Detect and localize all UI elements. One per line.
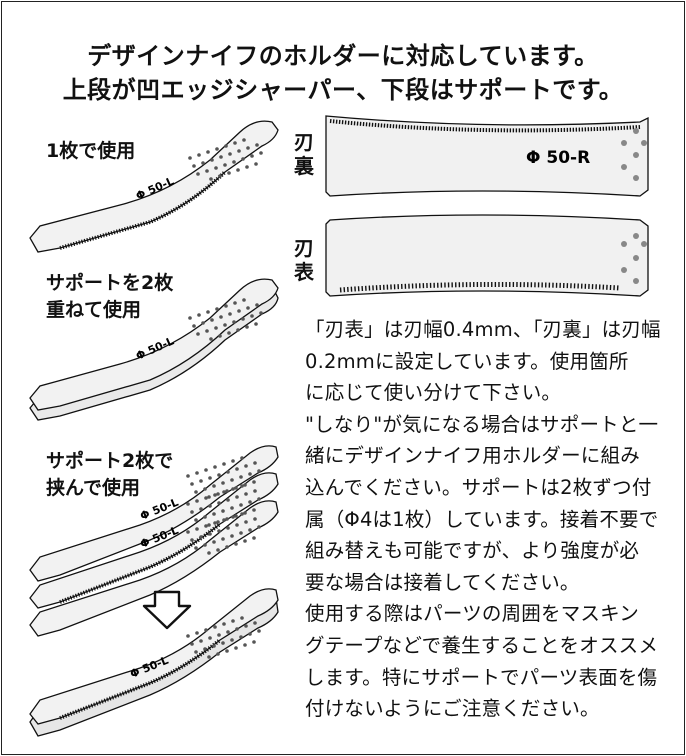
description-line: に応じて使い分けて下さい。 [305,381,562,405]
sharpener-combined: Φ 50-L [29,588,279,737]
title-line-2: 上段が凹エッジシャーパー、下段はサポートです。 [62,76,624,104]
label-stack-use-line2: 重ねて使用 [46,299,142,321]
sharpener-sandwich: Φ 50-L Φ 50-L [29,445,279,637]
description-line: 属（Φ4は1枚）しています。接着不要で [305,507,659,531]
title-line-1: デザインナイフのホルダーに対応しています。 [87,42,599,70]
description-line: 付けないようにご注意ください。 [305,697,600,721]
sharpener-stacked: Φ 50-L [29,278,279,421]
label-sandwich-use-line2: 挟んで使用 [46,477,141,499]
description-line: "しなり"が気になる場合はサポートと一 [305,412,659,436]
description-line: 要な場合は接着してください。 [305,570,580,594]
description-line: グテープなどで養生することをオススメ [305,633,659,657]
label-single-use: 1枚で使用 [46,140,136,162]
description-line: 緒にデザインナイフ用ホルダーに組み [305,444,640,468]
description-text: 「刃表」は刃幅0.4mm、「刃裏」は刃幅 0.2mmに設定しています。使用箇所 … [305,314,675,725]
sharpener-single: Φ 50-L [29,120,279,253]
description-line: 込んでください。サポートは2枚ずつ付 [305,475,652,499]
label-stack-use-line1: サポートを2枚 [46,272,174,294]
label-sandwich-use-line1: サポート2枚で [46,450,174,472]
description-line: 「刃表」は刃幅0.4mm、「刃裏」は刃幅 [305,318,661,341]
description-line: 使用する際はパーツの周囲をマスキン [305,602,639,626]
blade-back: Φ 50-R [325,115,649,197]
down-arrow-icon [142,590,192,630]
description-line: 0.2mmに設定しています。使用箇所 [305,349,629,373]
description-line: 組み替えも可能ですが、より強度が必 [305,539,640,563]
label-blade-back: 刃裏 [294,130,314,178]
description-line: します。特にサポートでパーツ表面を傷 [305,665,658,689]
blade-front [325,214,649,297]
blade-model-label: Φ 50-R [526,148,590,168]
label-blade-front: 刃表 [294,236,314,284]
